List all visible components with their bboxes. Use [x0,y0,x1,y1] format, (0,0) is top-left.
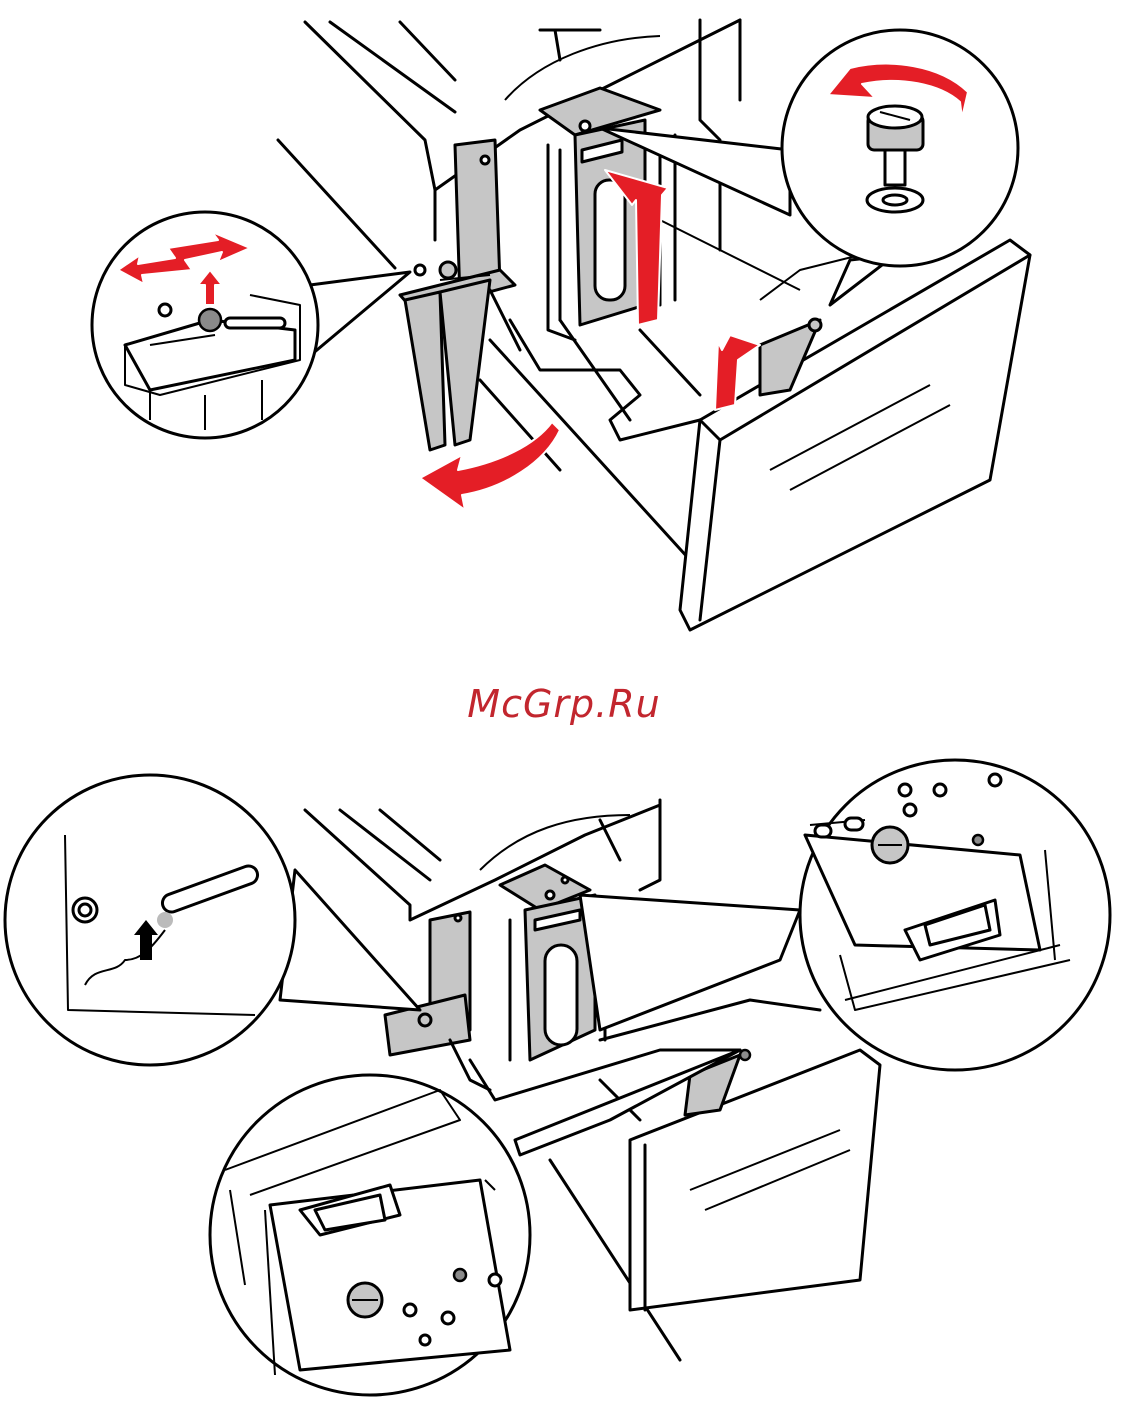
watermark-text: McGrp.Ru [0,682,1128,726]
guide-lock-callout [92,212,410,438]
thumb-screw-callout [600,30,1018,305]
tray-front-panel [680,240,1030,630]
bottom-figure [5,760,1110,1395]
guide-slot-callout [5,775,420,1065]
top-figure [92,20,1030,630]
